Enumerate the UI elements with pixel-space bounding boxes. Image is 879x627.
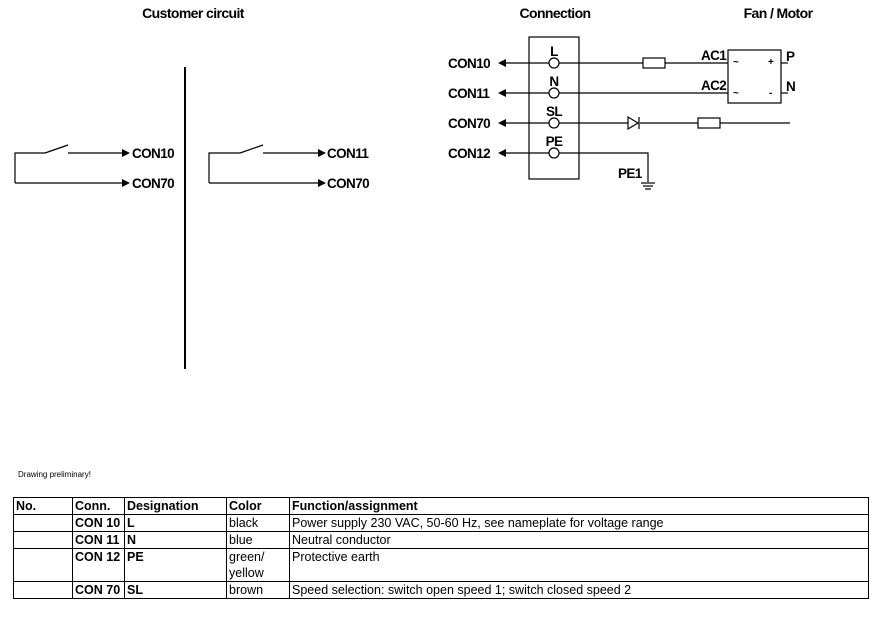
terminal-circles (548, 57, 560, 159)
terminal-label-pe: PE (546, 134, 563, 149)
table-row: CON 70 SL brown Speed selection: switch … (13, 581, 869, 599)
motor-output-leads (781, 62, 788, 94)
table-header-designation: Designation (124, 497, 227, 515)
connection-arrows (498, 59, 506, 157)
wiring-diagram: Customer circuit Connection Fan / Motor … (14, 5, 814, 369)
cell-conn: CON 11 (72, 531, 125, 549)
customer-right-con70-label: CON70 (327, 176, 369, 191)
header-connection: Connection (520, 5, 591, 21)
motor-input-ac1: AC1 (701, 48, 727, 63)
cell-no (13, 581, 73, 599)
customer-left-con10-label: CON10 (132, 146, 174, 161)
connection-line-label: CON12 (448, 146, 490, 161)
fuse-icon (642, 57, 666, 69)
motor-input-ac2: AC2 (701, 78, 726, 93)
table-header-color: Color (226, 497, 290, 515)
resistor-icon (697, 117, 721, 129)
customer-switch-right (208, 144, 326, 187)
motor-pin-tr: + (768, 57, 774, 68)
motor-pin-tl: ~ (733, 57, 739, 68)
diode-icon (627, 115, 640, 131)
header-customer-circuit: Customer circuit (142, 5, 245, 21)
cell-conn: CON 10 (72, 514, 125, 532)
connection-table: No. Conn. Designation Color Function/ass… (13, 497, 869, 599)
terminal-label-sl: SL (546, 104, 562, 119)
ground-label: PE1 (618, 166, 643, 181)
customer-right-con11-label: CON11 (327, 146, 369, 161)
preliminary-note: Drawing preliminary! (18, 470, 91, 479)
table-header-conn: Conn. (72, 497, 125, 515)
customer-switch-left (14, 144, 130, 187)
motor-pin-br: - (769, 88, 772, 99)
cell-designation: PE (124, 548, 227, 582)
header-fan-motor: Fan / Motor (744, 5, 814, 21)
motor-box (727, 49, 782, 104)
motor-output-p: P (786, 49, 795, 64)
connection-line-label: CON70 (448, 116, 490, 131)
customer-left-con70-label: CON70 (132, 176, 174, 191)
cell-conn: CON 12 (72, 548, 125, 582)
ground-icon (641, 182, 655, 190)
terminal-label-n: N (549, 74, 558, 89)
cell-no (13, 531, 73, 549)
cell-color: black (226, 514, 290, 532)
cell-function: Protective earth (289, 548, 869, 582)
connection-line-label: CON10 (448, 56, 490, 71)
table-header-function: Function/assignment (289, 497, 869, 515)
cell-designation: L (124, 514, 227, 532)
connection-wires (506, 62, 790, 182)
cell-no (13, 548, 73, 582)
table-row: CON 10 L black Power supply 230 VAC, 50-… (13, 514, 869, 532)
cell-function: Speed selection: switch open speed 1; sw… (289, 581, 869, 599)
table-header-no: No. (13, 497, 73, 515)
cell-conn: CON 70 (72, 581, 125, 599)
cell-designation: N (124, 531, 227, 549)
table-header-row: No. Conn. Designation Color Function/ass… (13, 497, 869, 515)
cell-no (13, 514, 73, 532)
cell-function: Neutral conductor (289, 531, 869, 549)
cell-color: green/ yellow (226, 548, 290, 582)
table-row: CON 12 PE green/ yellow Protective earth (13, 548, 869, 582)
connection-line-label: CON11 (448, 86, 490, 101)
cell-color: brown (226, 581, 290, 599)
motor-output-n: N (786, 79, 795, 94)
terminal-label-l: L (550, 44, 558, 59)
cell-designation: SL (124, 581, 227, 599)
motor-pin-bl: ~ (733, 88, 739, 99)
table-row: CON 11 N blue Neutral conductor (13, 531, 869, 549)
cell-color: blue (226, 531, 290, 549)
connector-block (528, 36, 580, 180)
cell-function: Power supply 230 VAC, 50-60 Hz, see name… (289, 514, 869, 532)
